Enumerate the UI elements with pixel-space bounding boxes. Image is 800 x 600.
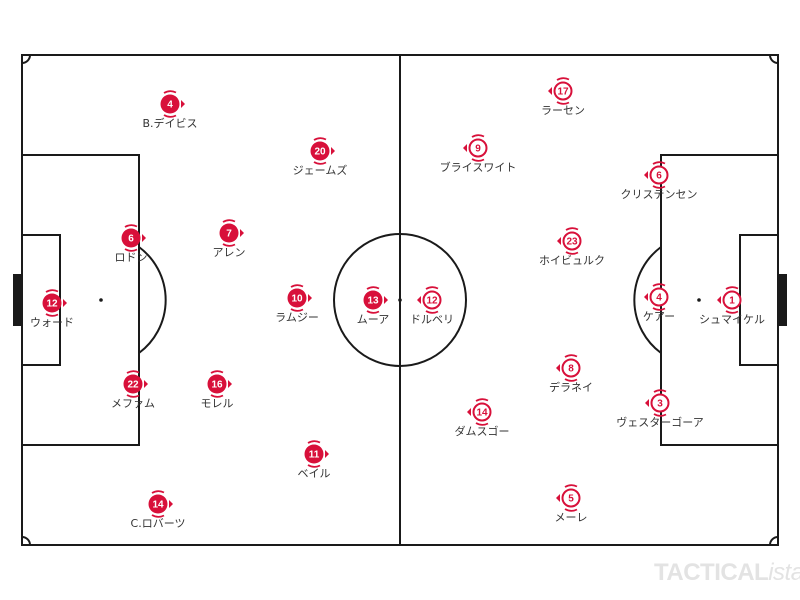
center-spot [398, 298, 402, 302]
player-marker-icon[interactable]: 23 [556, 225, 588, 257]
player-name: デラネイ [549, 381, 593, 394]
right-penalty-spot [697, 298, 701, 302]
player-name: アレン [212, 246, 246, 259]
player-name: ダムスゴー [454, 425, 510, 438]
corner-arc-tr [769, 54, 779, 64]
corner-arc-bl [21, 536, 31, 546]
player-marker-icon[interactable]: 13 [357, 284, 389, 316]
player-marker-icon[interactable]: 9 [462, 132, 494, 164]
svg-text:17: 17 [557, 87, 569, 98]
right-goal [778, 274, 787, 326]
player-name: シュマイケル [699, 313, 765, 326]
player-marker-icon[interactable]: 6 [643, 159, 675, 191]
player-name: ムーア [356, 313, 390, 326]
player-name: ロドン [114, 251, 148, 264]
left-penalty-spot [99, 298, 103, 302]
svg-text:23: 23 [566, 237, 578, 248]
svg-text:7: 7 [226, 229, 232, 240]
brand-suffix: ista [768, 559, 800, 586]
player-name: クリステンセン [620, 188, 698, 201]
player-marker-icon[interactable]: 12 [36, 287, 68, 319]
center-circle [333, 233, 467, 367]
brand-logo: TACTICALista [654, 559, 800, 587]
player-name: ウォード [30, 316, 74, 329]
player-name: メーレ [554, 511, 588, 524]
svg-text:12: 12 [426, 296, 438, 307]
corner-arc-br [769, 536, 779, 546]
player-marker-icon[interactable]: 4 [643, 281, 675, 313]
svg-text:14: 14 [476, 408, 488, 419]
svg-text:12: 12 [46, 299, 58, 310]
player-marker-icon[interactable]: 11 [298, 438, 330, 470]
player-name: ドルベリ [410, 313, 454, 326]
player-name: モレル [200, 397, 234, 410]
svg-text:16: 16 [211, 380, 223, 391]
player-marker-icon[interactable]: 12 [416, 284, 448, 316]
svg-text:20: 20 [314, 147, 326, 158]
player-marker-icon[interactable]: 5 [555, 482, 587, 514]
player-name: ベイル [297, 467, 331, 480]
player-marker-icon[interactable]: 7 [213, 217, 245, 249]
player-marker-icon[interactable]: 10 [281, 282, 313, 314]
player-marker-icon[interactable]: 16 [201, 368, 233, 400]
svg-text:13: 13 [367, 296, 379, 307]
player-name: ケアー [642, 310, 676, 323]
svg-text:5: 5 [568, 494, 574, 505]
svg-text:3: 3 [657, 399, 663, 410]
player-name: ラムジー [275, 311, 319, 324]
player-marker-icon[interactable]: 4 [154, 88, 186, 120]
left-penalty-arc [138, 246, 167, 354]
player-name: ジェームズ [292, 164, 348, 177]
player-name: ブライスワイト [439, 161, 517, 174]
right-penalty-arc [633, 246, 662, 354]
svg-text:10: 10 [291, 294, 303, 305]
player-name: メファム [111, 397, 155, 410]
player-marker-icon[interactable]: 22 [117, 368, 149, 400]
svg-text:9: 9 [475, 144, 481, 155]
player-marker-icon[interactable]: 14 [142, 488, 174, 520]
svg-text:4: 4 [167, 100, 173, 111]
left-goal [13, 274, 22, 326]
player-name: C.ロバーツ [130, 517, 186, 530]
player-name: ヴェスターゴーア [616, 416, 704, 429]
corner-arc-tl [21, 54, 31, 64]
player-name: ホイビュルク [539, 254, 605, 267]
svg-text:14: 14 [152, 500, 164, 511]
player-name: B.デイビス [142, 117, 198, 130]
player-marker-icon[interactable]: 3 [644, 387, 676, 419]
player-marker-icon[interactable]: 20 [304, 135, 336, 167]
player-marker-icon[interactable]: 8 [555, 352, 587, 384]
svg-text:8: 8 [568, 364, 574, 375]
svg-text:11: 11 [309, 450, 320, 461]
player-marker-icon[interactable]: 17 [547, 75, 579, 107]
svg-text:6: 6 [656, 171, 662, 182]
player-marker-icon[interactable]: 14 [466, 396, 498, 428]
svg-text:1: 1 [729, 296, 735, 307]
svg-text:22: 22 [127, 380, 139, 391]
player-marker-icon[interactable]: 1 [716, 284, 748, 316]
brand-main: TACTICAL [654, 559, 769, 586]
player-name: ラーセン [541, 104, 585, 117]
svg-text:4: 4 [656, 293, 662, 304]
svg-text:6: 6 [128, 234, 134, 245]
player-marker-icon[interactable]: 6 [115, 222, 147, 254]
